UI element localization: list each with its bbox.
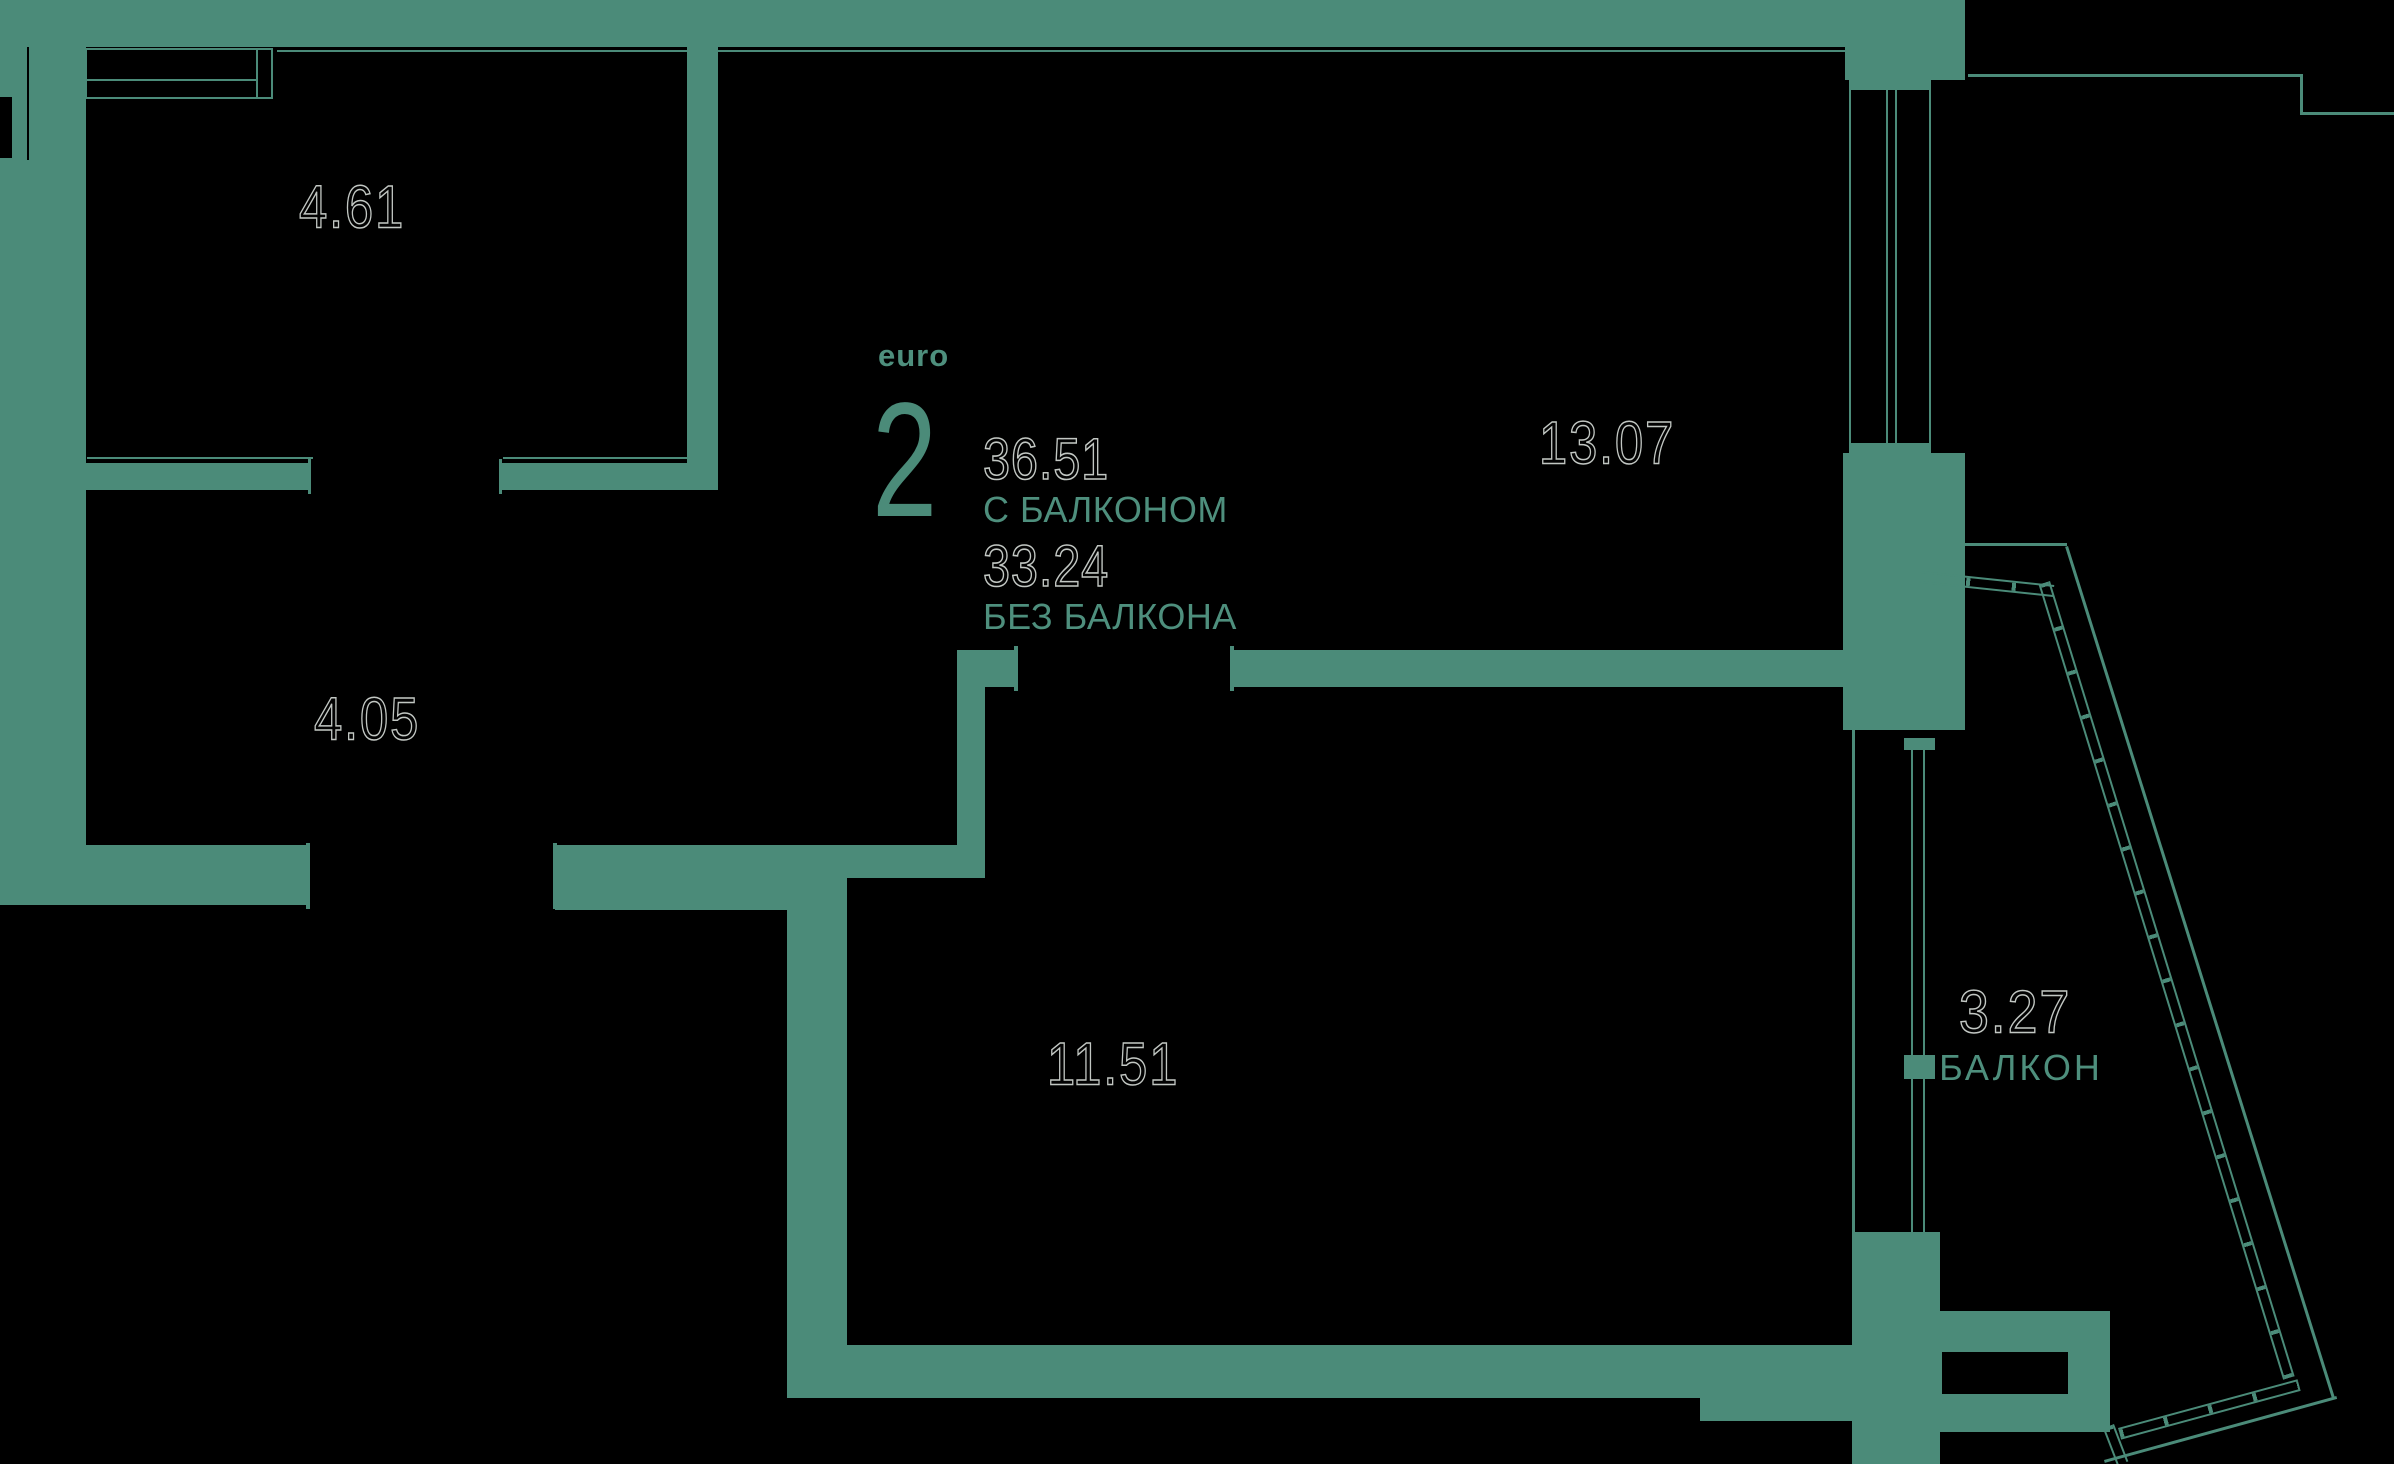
balcony-unit-glazing-line-2 xyxy=(1923,740,1925,1232)
balcony-railing-right xyxy=(2038,581,2295,1380)
wall-vertical-bedroom-left xyxy=(957,650,985,878)
wall-left xyxy=(0,0,86,903)
area-with-balcony: 36.51 xyxy=(982,426,1110,493)
neighbor-wall-line-c xyxy=(2300,112,2394,115)
window-living-cap-top xyxy=(1851,82,1929,90)
balcony-name-label: БАЛКОН xyxy=(1939,1047,2103,1088)
wall-divider-right xyxy=(501,463,718,490)
without-balcony-label: БЕЗ БАЛКОНА xyxy=(983,596,1237,637)
wall-divider-left xyxy=(86,463,310,490)
door-jamb-entrance-left xyxy=(306,843,310,909)
wall-block-bottom-right xyxy=(1852,1232,1940,1464)
balcony-unit-frame-top xyxy=(1904,738,1935,750)
closet-niche xyxy=(85,48,273,99)
neighbor-wall-line-b xyxy=(2300,74,2303,115)
wall-rooms-divider-stub xyxy=(985,650,1018,687)
room-area-label-4-05: 4.05 xyxy=(313,685,421,754)
window-living-glazing-line-1 xyxy=(1886,82,1888,451)
wall-vertical-hall xyxy=(687,47,718,490)
wall-corner-top-right xyxy=(1845,0,1965,80)
wall-left-seam-line xyxy=(27,47,29,160)
closet-niche-shelf-line xyxy=(87,79,258,81)
door-jamb-bedroom-right xyxy=(1230,646,1234,691)
balcony-slab-line-right xyxy=(2065,546,2335,1399)
rooms-count: 2 xyxy=(872,368,938,551)
neighbor-wall-line-a xyxy=(1968,74,2300,77)
wall-pier-right xyxy=(1843,453,1965,730)
balcony-unit-inner-face-line xyxy=(1852,730,1855,1232)
door-jamb-bedroom-left xyxy=(1014,646,1018,691)
wall-top xyxy=(0,0,1965,47)
with-balcony-label: С БАЛКОНОМ xyxy=(983,489,1228,530)
wall-bottom xyxy=(788,1345,1700,1398)
window-living-cap-bottom xyxy=(1851,443,1929,451)
room-area-label-11-51: 11.51 xyxy=(1046,1030,1180,1099)
closet-niche-divider-line xyxy=(256,50,258,97)
room-area-label-13-07: 13.07 xyxy=(1538,409,1676,478)
window-living-room xyxy=(1849,80,1931,453)
balcony-unit-glazing-line-1 xyxy=(1911,740,1913,1232)
balcony-top-line xyxy=(1952,543,2067,546)
door-jamb-divider-right xyxy=(499,459,502,494)
door-jamb-entrance-right xyxy=(553,843,557,909)
balcony-area-label: 3.27 xyxy=(1958,978,2072,1047)
balcony-unit-frame-divider xyxy=(1904,1055,1935,1079)
wall-divider-face-line-right xyxy=(503,457,718,459)
wall-rooms-divider-main xyxy=(1230,650,1852,687)
wall-bottom-left xyxy=(0,845,308,905)
wall-bottom-right-thick xyxy=(1700,1345,1852,1421)
door-jamb-divider-left xyxy=(308,459,311,494)
unit-type-label: euro xyxy=(878,338,950,373)
room-area-label-4-61: 4.61 xyxy=(298,173,406,242)
area-without-balcony: 33.24 xyxy=(982,533,1110,600)
wall-left-notch xyxy=(0,97,12,158)
wall-divider-face-line-left xyxy=(87,457,313,459)
wall-column-left-of-bedroom xyxy=(787,845,847,1398)
balcony-parapet-notch xyxy=(1942,1352,2068,1394)
window-living-glazing-line-2 xyxy=(1895,82,1897,451)
wall-top-inner-face-line xyxy=(277,50,1845,52)
balcony-door-window-unit xyxy=(1852,730,1940,1232)
